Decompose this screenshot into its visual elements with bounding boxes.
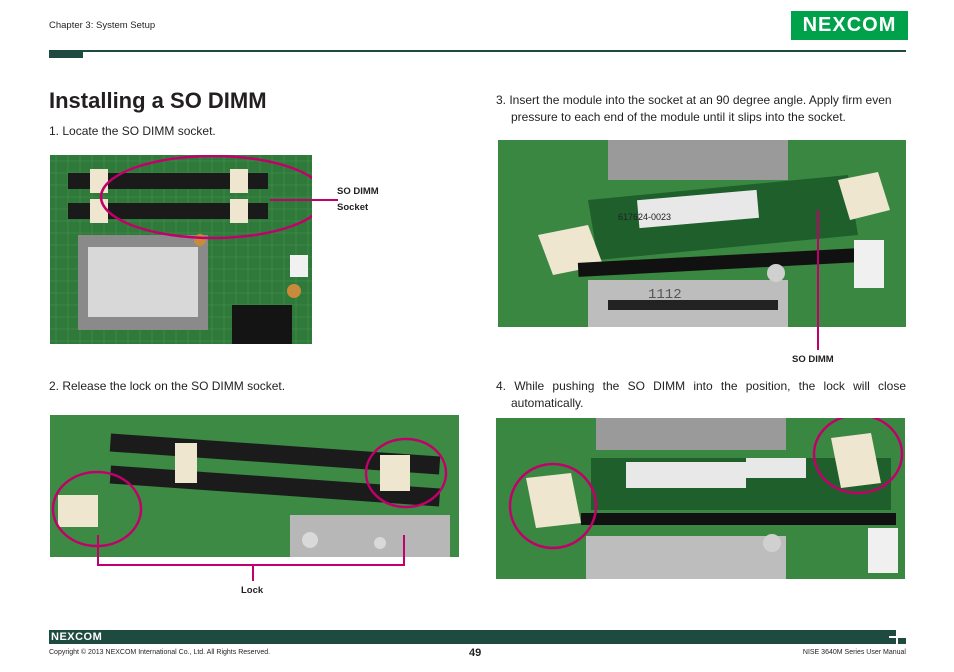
so-dimm-callout-line [817,210,819,350]
step-3-line-2: pressure to each end of the module until… [511,110,846,124]
chapter-heading: Chapter 3: System Setup [49,20,156,31]
header-rule-block [49,50,83,58]
socket-callout-line [270,199,338,201]
socket-callout-line2: Socket [337,202,369,213]
logo-text: NEXCOM [802,14,897,36]
photo-so-dimm-socket [50,155,312,344]
photo-release-lock [50,415,459,557]
lock-callout-lines [97,535,405,581]
page-number: 49 [469,647,482,659]
header-rule [49,50,906,52]
step-3-line-1: 3. Insert the module into the socket at … [496,93,892,107]
module-code-text: 617624-0023 [618,212,671,222]
page-title: Installing a SO DIMM [49,88,267,113]
photo-insert-module: 617624-0023 1112 [498,140,906,327]
step-1-text: 1. Locate the SO DIMM socket. [49,124,216,138]
nexcom-logo: NEXCOM [791,11,908,40]
lock-callout-label: Lock [241,585,264,596]
step-4-line-2: automatically. [511,396,584,410]
copyright-text: Copyright © 2013 NEXCOM International Co… [49,649,271,656]
footer-logo: NEXCOM [51,631,103,643]
footer-squares-icon [889,630,906,644]
chip-code-text: 1112 [648,287,682,303]
step-2-text: 2. Release the lock on the SO DIMM socke… [49,379,286,393]
footer-bar [49,630,906,644]
manual-name: NISE 3640M Series User Manual [802,649,906,656]
socket-callout-label: SO DIMM Socket [337,184,379,216]
socket-callout-line1: SO DIMM [337,186,379,197]
photo-lock-closed [496,418,905,579]
step-4-line-1: 4. While pushing the SO DIMM into the po… [496,379,906,393]
so-dimm-callout-label: SO DIMM [792,354,834,365]
